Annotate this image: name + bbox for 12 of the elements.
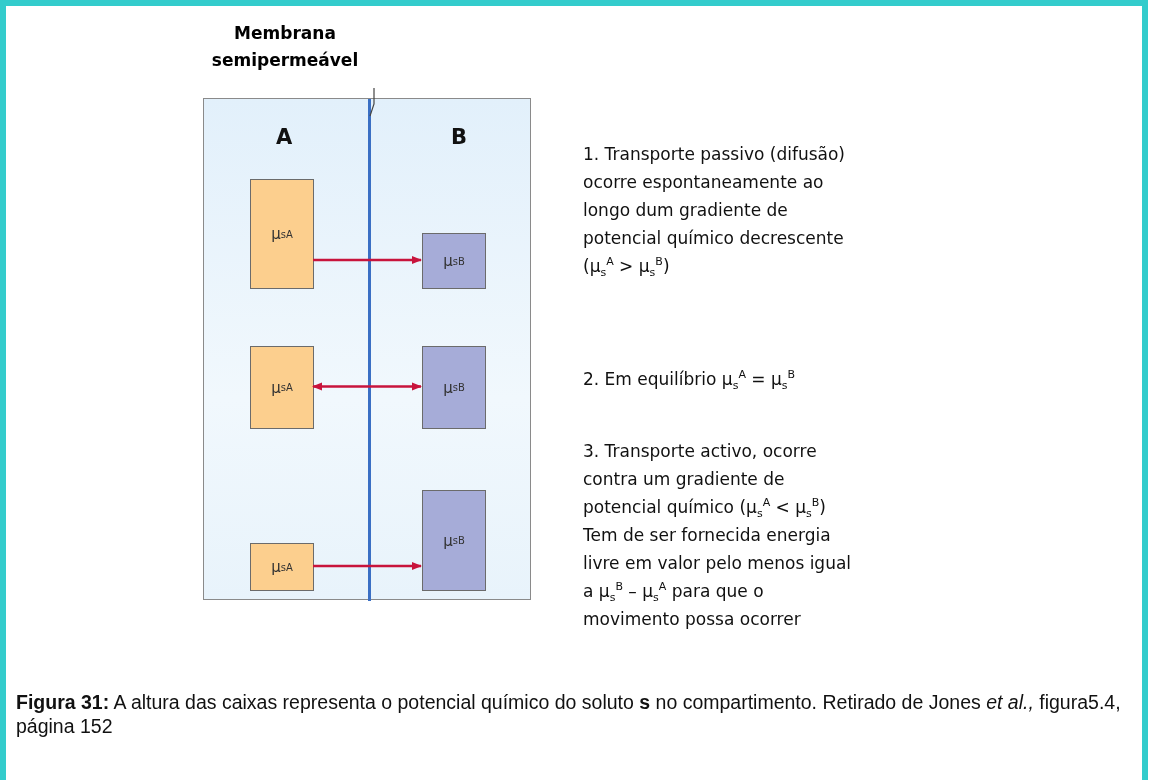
compartment-box bbox=[203, 98, 531, 600]
description-text: 3. Transporte activo, ocorre contra um gradiente de potencial químico (μ$_{s}$$^{A}$ < μ$_{s}$$^{B}$) Tem de ser fornecida energia livre em valor pelo menos igual a μ$_{s}$$^{B}$ – μ$_{s}$$^{A}$ para que o movimento possa ocorrer bbox=[583, 440, 853, 631]
leader-line bbox=[369, 87, 375, 117]
description-text: 1. Transporte passivo (difusão) ocorre espontaneamente ao longo dum gradiente de potencial químico decrescente (μ$_{s}$$^{A}$ > μ$_{s}$$^{B}$) bbox=[583, 143, 846, 280]
membrane-line bbox=[368, 99, 371, 601]
compartment-label: B bbox=[451, 125, 467, 149]
membrane-label: Membrana semipermeável bbox=[190, 8, 380, 88]
arrow bbox=[313, 562, 422, 570]
figure-caption: Figura 31: A altura das caixas representa o potencial químico do soluto s no compartimento. Retirado de Jones et al., figura5.4, página 152 bbox=[16, 690, 1122, 738]
arrow bbox=[313, 256, 422, 264]
compartment-label: A bbox=[276, 125, 293, 149]
arrow bbox=[312, 382, 422, 391]
